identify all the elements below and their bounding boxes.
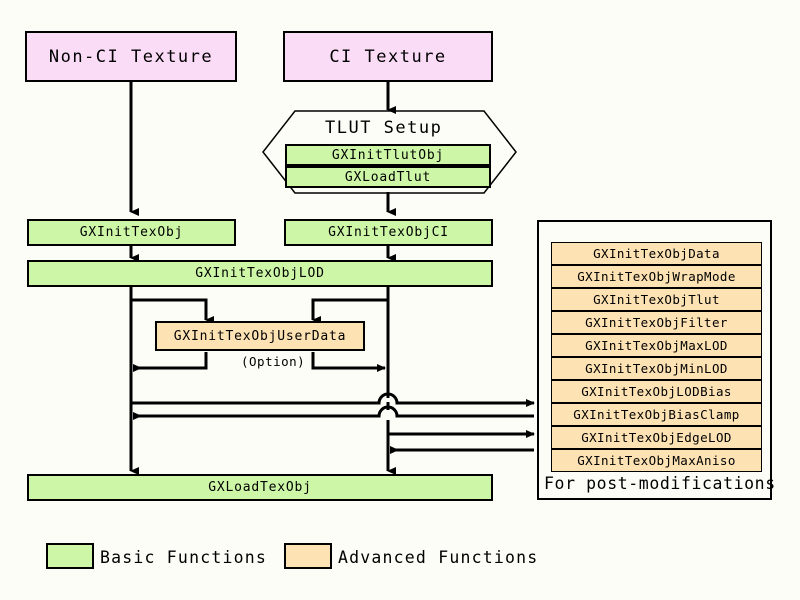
node-ci-texture[interactable]: CI Texture xyxy=(283,31,493,82)
advanced-item-4[interactable]: GXInitTexObjMaxLOD xyxy=(551,334,762,357)
advanced-item-1[interactable]: GXInitTexObjWrapMode xyxy=(551,265,762,288)
node-gx-init-tex-obj-lod[interactable]: GXInitTexObjLOD xyxy=(27,260,493,287)
advanced-item-7[interactable]: GXInitTexObjBiasClamp xyxy=(551,403,762,426)
node-gx-init-tex-obj-ci[interactable]: GXInitTexObjCI xyxy=(284,219,493,246)
legend-label-advanced: Advanced Functions xyxy=(338,548,539,567)
option-note-label: (Option) xyxy=(241,354,306,369)
legend-swatch-advanced xyxy=(284,543,332,569)
node-non-ci-texture[interactable]: Non-CI Texture xyxy=(25,31,237,82)
advanced-item-8[interactable]: GXInitTexObjEdgeLOD xyxy=(551,426,762,449)
node-gx-init-tex-obj[interactable]: GXInitTexObj xyxy=(27,219,236,246)
legend-swatch-basic xyxy=(46,543,94,569)
advanced-item-9[interactable]: GXInitTexObjMaxAniso xyxy=(551,449,762,472)
advanced-item-5[interactable]: GXInitTexObjMinLOD xyxy=(551,357,762,380)
advanced-item-3[interactable]: GXInitTexObjFilter xyxy=(551,311,762,334)
legend-label-basic: Basic Functions xyxy=(100,548,268,567)
advanced-item-0[interactable]: GXInitTexObjData xyxy=(551,242,762,265)
tlut-setup-label: TLUT Setup xyxy=(325,118,443,138)
advanced-panel-caption: For post-modifications xyxy=(544,474,776,493)
node-gx-init-tex-obj-user-data[interactable]: GXInitTexObjUserData xyxy=(155,321,365,351)
node-gx-load-tlut[interactable]: GXLoadTlut xyxy=(285,166,491,188)
advanced-item-2[interactable]: GXInitTexObjTlut xyxy=(551,288,762,311)
node-gx-load-tex-obj[interactable]: GXLoadTexObj xyxy=(27,474,493,501)
advanced-item-6[interactable]: GXInitTexObjLODBias xyxy=(551,380,762,403)
advanced-functions-panel xyxy=(537,220,772,500)
node-gx-init-tlut-obj[interactable]: GXInitTlutObj xyxy=(285,144,491,166)
